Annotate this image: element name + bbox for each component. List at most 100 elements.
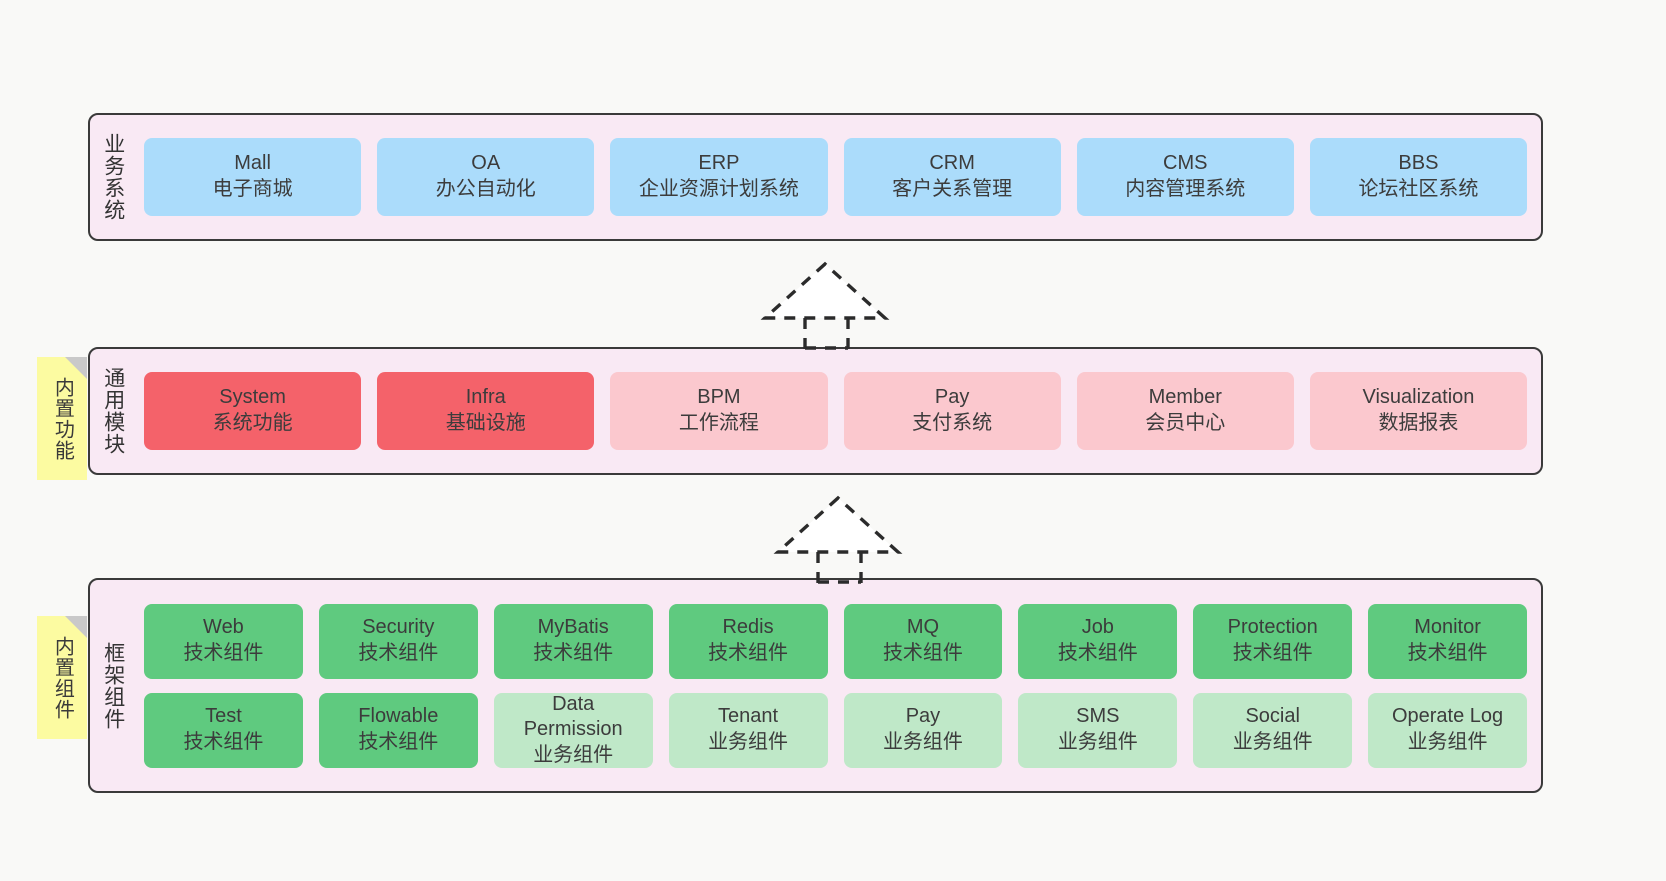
- module-box-pay-en: Pay: [934, 386, 970, 409]
- business-box-crm-en: CRM: [929, 152, 975, 175]
- module-box-system-en: System: [219, 386, 286, 409]
- common-module-row: System 系统功能 Infra 基础设施 BPM 工作流程 Pay 支付系统…: [144, 372, 1528, 450]
- framework-box-flowable-cn: 技术组件: [358, 731, 439, 753]
- framework-box-data-permission-en: Data Permission: [523, 692, 623, 741]
- business-box-bbs[interactable]: BBS 论坛社区系统: [1309, 138, 1528, 216]
- note-builtin-features: 内置功能: [37, 357, 87, 480]
- layer-business-system-title: 业务系统: [101, 133, 125, 221]
- note-builtin-components: 内置组件: [37, 616, 87, 739]
- framework-box-mq-cn: 技术组件: [882, 642, 963, 664]
- framework-box-mq-en: MQ: [906, 616, 940, 639]
- business-box-oa-en: OA: [471, 152, 501, 175]
- framework-box-protection[interactable]: Protection 技术组件: [1193, 603, 1353, 679]
- business-box-crm-cn: 客户关系管理: [892, 178, 1013, 200]
- framework-box-tenant-en: Tenant: [718, 705, 779, 728]
- framework-box-web[interactable]: Web 技术组件: [144, 603, 303, 679]
- framework-box-flowable[interactable]: Flowable 技术组件: [318, 692, 478, 768]
- module-box-infra-en: Infra: [465, 386, 506, 409]
- framework-box-sms-cn: 业务组件: [1057, 731, 1138, 753]
- connector-build-arrow: [760, 260, 910, 350]
- framework-box-web-cn: 技术组件: [183, 642, 264, 664]
- business-box-bbs-cn: 论坛社区系统: [1358, 178, 1479, 200]
- layer-framework-component-body: Web 技术组件 Security 技术组件 MyBatis 技术组件 Redi…: [136, 580, 1541, 791]
- framework-box-operate-log-cn: 业务组件: [1407, 731, 1488, 753]
- connector-implement-arrow: [773, 494, 923, 584]
- module-box-visualization[interactable]: Visualization 数据报表: [1309, 372, 1528, 450]
- framework-box-test[interactable]: Test 技术组件: [144, 692, 303, 768]
- framework-box-web-en: Web: [203, 616, 244, 639]
- business-box-erp[interactable]: ERP 企业资源计划系统: [610, 138, 828, 216]
- module-box-system-cn: 系统功能: [212, 412, 293, 434]
- framework-box-social-en: Social: [1245, 705, 1300, 728]
- layer-common-module-body: System 系统功能 Infra 基础设施 BPM 工作流程 Pay 支付系统…: [136, 349, 1541, 473]
- module-box-pay-cn: 支付系统: [912, 412, 993, 434]
- framework-box-social-cn: 业务组件: [1232, 731, 1313, 753]
- framework-box-monitor-cn: 技术组件: [1407, 642, 1488, 664]
- business-box-cms-en: CMS: [1163, 152, 1208, 175]
- framework-box-pay[interactable]: Pay 业务组件: [843, 692, 1003, 768]
- module-box-member[interactable]: Member 会员中心: [1076, 372, 1294, 450]
- framework-box-pay-cn: 业务组件: [882, 731, 963, 753]
- module-box-member-en: Member: [1148, 386, 1222, 409]
- module-box-system[interactable]: System 系统功能: [144, 372, 362, 450]
- module-box-infra-cn: 基础设施: [445, 412, 526, 434]
- framework-box-operate-log[interactable]: Operate Log 业务组件: [1368, 692, 1527, 768]
- business-box-bbs-en: BBS: [1398, 152, 1439, 175]
- framework-box-data-permission[interactable]: Data Permission 业务组件: [493, 692, 653, 768]
- business-box-erp-cn: 企业资源计划系统: [638, 178, 799, 200]
- module-box-infra[interactable]: Infra 基础设施: [377, 372, 595, 450]
- business-box-oa[interactable]: OA 办公自动化: [377, 138, 595, 216]
- connector-build-arrow-svg: [760, 261, 890, 350]
- framework-row-2: Test 技术组件 Flowable 技术组件 Data Permission …: [144, 692, 1527, 768]
- business-box-cms-cn: 内容管理系统: [1125, 178, 1246, 200]
- module-box-bpm-en: BPM: [697, 386, 741, 409]
- business-box-mall-en: Mall: [234, 152, 271, 175]
- business-box-cms[interactable]: CMS 内容管理系统: [1076, 138, 1294, 216]
- business-system-row: Mall 电子商城 OA 办公自动化 ERP 企业资源计划系统 CRM 客户关系…: [144, 138, 1528, 216]
- framework-box-protection-cn: 技术组件: [1232, 642, 1313, 664]
- framework-box-security-en: Security: [362, 616, 435, 639]
- module-box-visualization-en: Visualization: [1362, 386, 1475, 409]
- framework-box-security-cn: 技术组件: [358, 642, 439, 664]
- business-box-oa-cn: 办公自动化: [435, 178, 536, 200]
- module-box-pay[interactable]: Pay 支付系统: [843, 372, 1061, 450]
- framework-box-operate-log-en: Operate Log: [1391, 705, 1504, 728]
- framework-box-sms[interactable]: SMS 业务组件: [1018, 692, 1178, 768]
- framework-box-tenant-cn: 业务组件: [708, 731, 789, 753]
- business-box-erp-en: ERP: [698, 152, 740, 175]
- framework-box-redis-en: Redis: [722, 616, 774, 639]
- framework-box-monitor[interactable]: Monitor 技术组件: [1368, 603, 1527, 679]
- framework-box-social[interactable]: Social 业务组件: [1193, 692, 1353, 768]
- framework-box-job-en: Job: [1081, 616, 1114, 639]
- framework-box-security[interactable]: Security 技术组件: [318, 603, 478, 679]
- business-box-mall[interactable]: Mall 电子商城: [144, 138, 362, 216]
- framework-box-sms-en: SMS: [1076, 705, 1120, 728]
- framework-box-job[interactable]: Job 技术组件: [1018, 603, 1178, 679]
- framework-row-1: Web 技术组件 Security 技术组件 MyBatis 技术组件 Redi…: [144, 603, 1527, 679]
- module-box-bpm[interactable]: BPM 工作流程: [610, 372, 828, 450]
- framework-box-mybatis-cn: 技术组件: [533, 642, 614, 664]
- layer-common-module-title: 通用模块: [101, 367, 125, 455]
- framework-box-redis[interactable]: Redis 技术组件: [668, 603, 828, 679]
- layer-business-system-body: Mall 电子商城 OA 办公自动化 ERP 企业资源计划系统 CRM 客户关系…: [136, 115, 1541, 239]
- connector-implement-arrow-svg: [773, 495, 903, 584]
- module-box-visualization-cn: 数据报表: [1378, 412, 1459, 434]
- framework-box-test-en: Test: [205, 705, 242, 728]
- business-box-crm[interactable]: CRM 客户关系管理: [843, 138, 1061, 216]
- framework-box-mq[interactable]: MQ 技术组件: [843, 603, 1003, 679]
- framework-box-tenant[interactable]: Tenant 业务组件: [668, 692, 828, 768]
- framework-box-job-cn: 技术组件: [1057, 642, 1138, 664]
- framework-box-protection-en: Protection: [1227, 616, 1318, 639]
- framework-box-pay-en: Pay: [905, 705, 941, 728]
- framework-box-mybatis[interactable]: MyBatis 技术组件: [493, 603, 653, 679]
- layer-business-system: 业务系统 Mall 电子商城 OA 办公自动化 ERP 企业资源计划系统 CRM…: [88, 113, 1543, 241]
- framework-box-redis-cn: 技术组件: [708, 642, 789, 664]
- layer-framework-component-title: 框架组件: [101, 641, 125, 730]
- module-box-bpm-cn: 工作流程: [678, 412, 759, 434]
- framework-box-monitor-en: Monitor: [1414, 616, 1481, 639]
- framework-box-test-cn: 技术组件: [183, 731, 264, 753]
- framework-box-flowable-en: Flowable: [358, 705, 439, 728]
- layer-framework-component: 框架组件 Web 技术组件 Security 技术组件 MyBatis 技术组件…: [88, 578, 1543, 793]
- framework-box-data-permission-cn: 业务组件: [533, 743, 614, 766]
